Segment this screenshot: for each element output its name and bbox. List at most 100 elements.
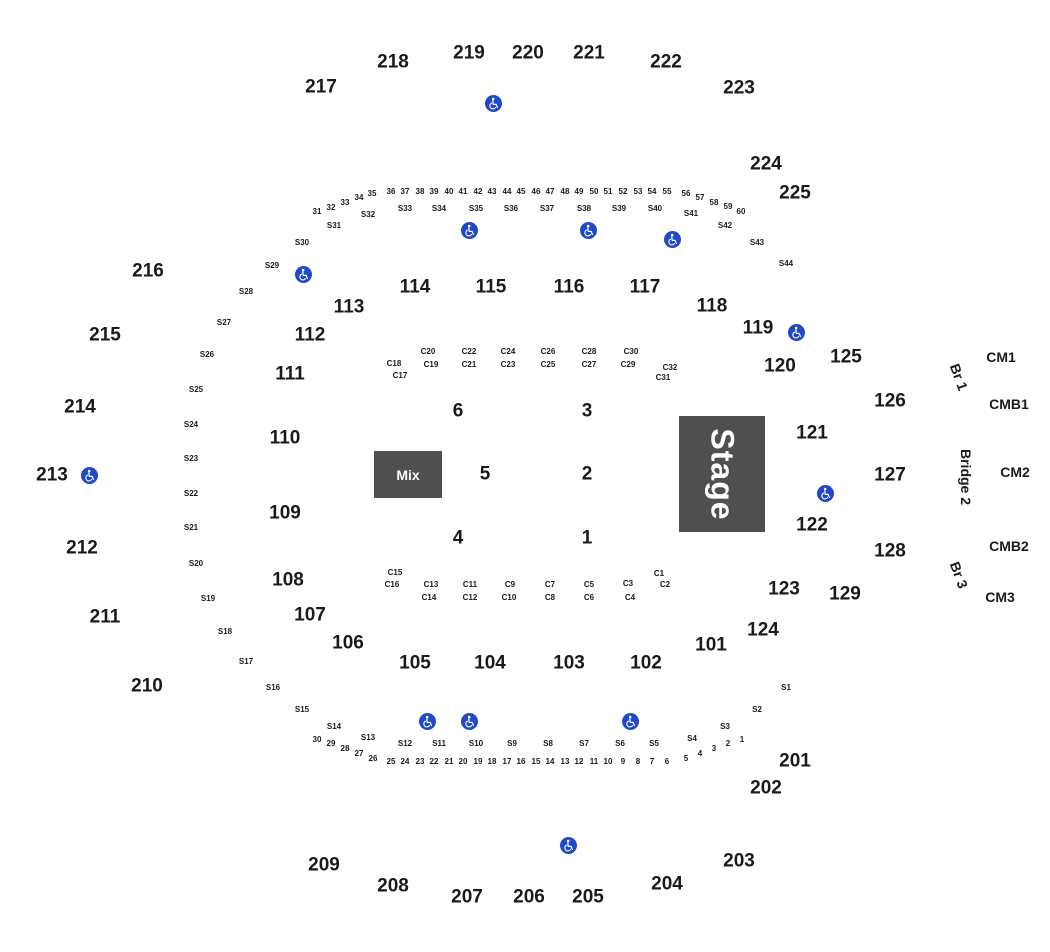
floor-section-5[interactable]: 5 xyxy=(479,463,491,485)
suite-s25[interactable]: S25 xyxy=(188,385,204,394)
suite-s16[interactable]: S16 xyxy=(265,683,281,692)
section-119[interactable]: 119 xyxy=(742,317,774,339)
suite-s44[interactable]: S44 xyxy=(778,259,794,268)
suite-s10[interactable]: S10 xyxy=(468,739,484,748)
row-number-48[interactable]: 48 xyxy=(560,187,570,196)
suite-s20[interactable]: S20 xyxy=(188,559,204,568)
suite-s12[interactable]: S12 xyxy=(397,739,413,748)
row-number-3[interactable]: 3 xyxy=(711,744,717,753)
row-number-27[interactable]: 27 xyxy=(354,749,364,758)
club-seat-c32[interactable]: C32 xyxy=(662,363,678,372)
section-209[interactable]: 209 xyxy=(308,854,340,876)
section-cm2[interactable]: CM2 xyxy=(1000,464,1030,480)
suite-s9[interactable]: S9 xyxy=(507,739,517,748)
suite-s27[interactable]: S27 xyxy=(216,318,232,327)
row-number-39[interactable]: 39 xyxy=(429,187,439,196)
row-number-10[interactable]: 10 xyxy=(603,757,613,766)
club-seat-c14[interactable]: C14 xyxy=(421,593,437,602)
section-205[interactable]: 205 xyxy=(572,886,604,908)
section-210[interactable]: 210 xyxy=(131,675,163,697)
section-207[interactable]: 207 xyxy=(451,886,483,908)
section-223[interactable]: 223 xyxy=(723,77,755,99)
suite-s42[interactable]: S42 xyxy=(717,221,733,230)
floor-section-2[interactable]: 2 xyxy=(581,463,593,485)
section-106[interactable]: 106 xyxy=(332,632,364,654)
section-126[interactable]: 126 xyxy=(874,390,906,412)
section-221[interactable]: 221 xyxy=(573,42,605,64)
floor-section-6[interactable]: 6 xyxy=(452,400,464,422)
row-number-33[interactable]: 33 xyxy=(340,198,350,207)
section-114[interactable]: 114 xyxy=(399,276,431,298)
row-number-57[interactable]: 57 xyxy=(695,193,705,202)
section-219[interactable]: 219 xyxy=(453,42,485,64)
club-seat-c20[interactable]: C20 xyxy=(420,347,436,356)
row-number-4[interactable]: 4 xyxy=(697,749,703,758)
section-120[interactable]: 120 xyxy=(764,355,796,377)
section-122[interactable]: 122 xyxy=(796,514,828,536)
row-number-29[interactable]: 29 xyxy=(326,739,336,748)
suite-s34[interactable]: S34 xyxy=(431,204,447,213)
club-seat-c23[interactable]: C23 xyxy=(500,360,516,369)
suite-s2[interactable]: S2 xyxy=(752,705,762,714)
club-seat-c8[interactable]: C8 xyxy=(544,593,556,602)
row-number-14[interactable]: 14 xyxy=(545,757,555,766)
club-seat-c21[interactable]: C21 xyxy=(461,360,477,369)
section-111[interactable]: 111 xyxy=(275,363,305,385)
row-number-53[interactable]: 53 xyxy=(633,187,643,196)
row-number-23[interactable]: 23 xyxy=(415,757,425,766)
row-number-46[interactable]: 46 xyxy=(531,187,541,196)
suite-s17[interactable]: S17 xyxy=(238,657,254,666)
section-127[interactable]: 127 xyxy=(874,464,906,486)
suite-s37[interactable]: S37 xyxy=(539,204,555,213)
row-number-20[interactable]: 20 xyxy=(458,757,468,766)
row-number-36[interactable]: 36 xyxy=(386,187,396,196)
suite-s4[interactable]: S4 xyxy=(687,734,697,743)
section-218[interactable]: 218 xyxy=(377,51,409,73)
row-number-26[interactable]: 26 xyxy=(368,754,378,763)
club-seat-c7[interactable]: C7 xyxy=(544,580,556,589)
section-101[interactable]: 101 xyxy=(695,634,727,656)
club-seat-c29[interactable]: C29 xyxy=(620,360,636,369)
row-number-16[interactable]: 16 xyxy=(516,757,526,766)
floor-section-1[interactable]: 1 xyxy=(581,527,593,549)
club-seat-c16[interactable]: C16 xyxy=(384,580,400,589)
row-number-22[interactable]: 22 xyxy=(429,757,439,766)
suite-s13[interactable]: S13 xyxy=(360,733,376,742)
row-number-12[interactable]: 12 xyxy=(574,757,584,766)
row-number-44[interactable]: 44 xyxy=(502,187,512,196)
row-number-59[interactable]: 59 xyxy=(723,202,733,211)
row-number-40[interactable]: 40 xyxy=(444,187,454,196)
suite-s3[interactable]: S3 xyxy=(720,722,730,731)
suite-s35[interactable]: S35 xyxy=(468,204,484,213)
club-seat-c2[interactable]: C2 xyxy=(659,580,671,589)
suite-s8[interactable]: S8 xyxy=(543,739,553,748)
club-seat-c6[interactable]: C6 xyxy=(583,593,595,602)
club-seat-c15[interactable]: C15 xyxy=(387,568,403,577)
suite-s7[interactable]: S7 xyxy=(579,739,589,748)
club-seat-c30[interactable]: C30 xyxy=(623,347,639,356)
section-217[interactable]: 217 xyxy=(305,76,337,98)
suite-s43[interactable]: S43 xyxy=(749,238,765,247)
row-number-5[interactable]: 5 xyxy=(683,754,689,763)
row-number-51[interactable]: 51 xyxy=(603,187,613,196)
suite-s22[interactable]: S22 xyxy=(183,489,199,498)
section-cmb1[interactable]: CMB1 xyxy=(989,396,1029,412)
row-number-1[interactable]: 1 xyxy=(739,735,745,744)
row-number-54[interactable]: 54 xyxy=(647,187,657,196)
suite-s40[interactable]: S40 xyxy=(647,204,663,213)
row-number-38[interactable]: 38 xyxy=(415,187,425,196)
row-number-32[interactable]: 32 xyxy=(326,203,336,212)
section-113[interactable]: 113 xyxy=(333,296,365,318)
suite-s18[interactable]: S18 xyxy=(217,627,233,636)
suite-s33[interactable]: S33 xyxy=(397,204,413,213)
row-number-42[interactable]: 42 xyxy=(473,187,483,196)
suite-s38[interactable]: S38 xyxy=(576,204,592,213)
row-number-24[interactable]: 24 xyxy=(400,757,410,766)
club-seat-c1[interactable]: C1 xyxy=(653,569,665,578)
club-seat-c24[interactable]: C24 xyxy=(500,347,516,356)
club-seat-c5[interactable]: C5 xyxy=(583,580,595,589)
section-224[interactable]: 224 xyxy=(750,153,782,175)
floor-section-3[interactable]: 3 xyxy=(581,400,593,422)
row-number-60[interactable]: 60 xyxy=(736,207,746,216)
suite-s29[interactable]: S29 xyxy=(264,261,280,270)
